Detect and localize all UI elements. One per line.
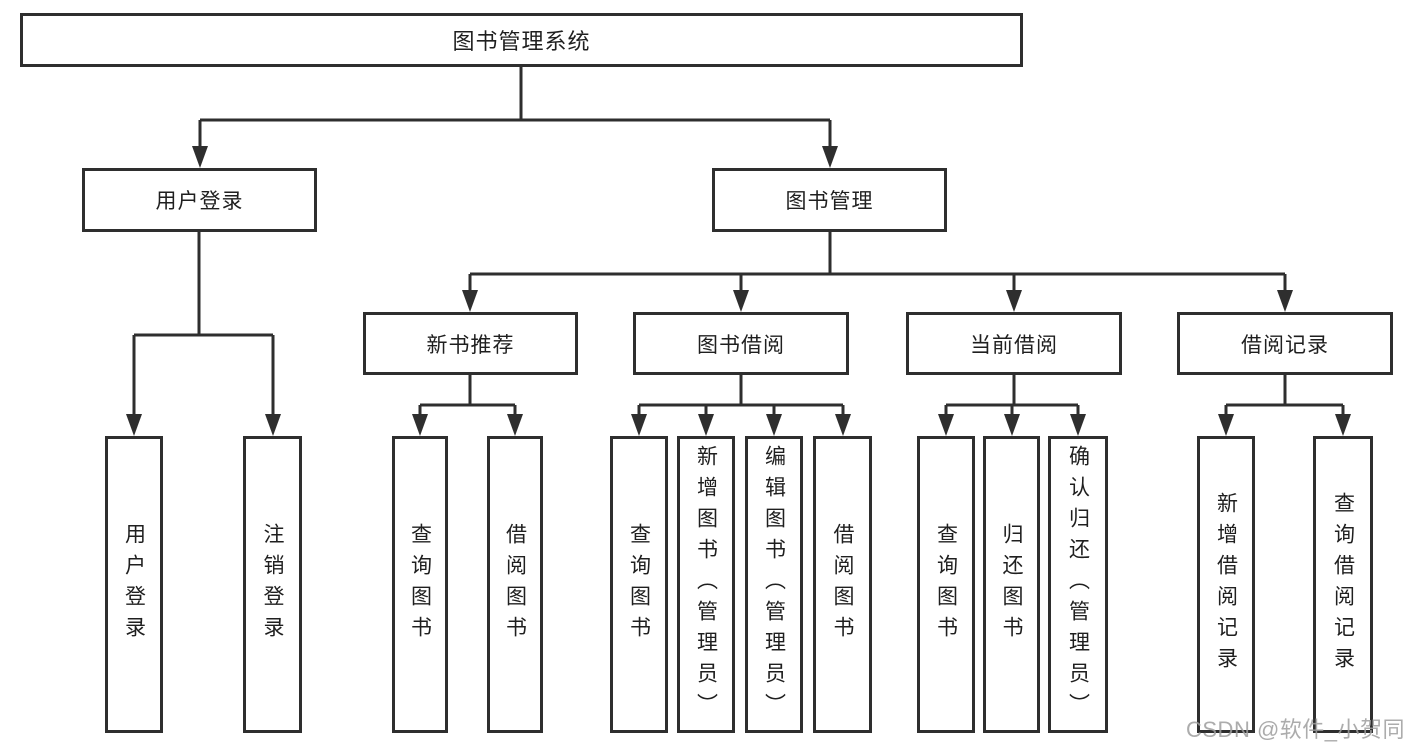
arrow-down-icon (1070, 414, 1086, 436)
node-label: 当前借阅 (970, 333, 1058, 357)
node-label: 图书管理系统 (452, 29, 591, 54)
node-label: 查询图书 (934, 522, 958, 647)
arrow-down-icon (631, 414, 647, 436)
arrow-down-icon (412, 414, 428, 436)
leaf-borrow-books: 借阅图书 (813, 436, 872, 733)
node-label: 新增借阅记录 (1214, 491, 1238, 678)
node-current-borrowing: 当前借阅 (906, 312, 1122, 375)
node-book-borrowing: 图书借阅 (633, 312, 849, 375)
arrow-down-icon (1218, 414, 1234, 436)
leaf-query-books-current: 查询图书 (917, 436, 975, 733)
leaf-query-books-borrow: 查询图书 (610, 436, 668, 733)
arrow-down-icon (507, 414, 523, 436)
node-label: 确认归还（管理员） (1066, 445, 1090, 724)
arrow-down-icon (192, 146, 208, 168)
node-new-book-recommend: 新书推荐 (363, 312, 578, 375)
node-label: 编辑图书（管理员） (762, 445, 786, 724)
arrow-down-icon (1004, 414, 1020, 436)
node-book-management: 图书管理 (712, 168, 947, 232)
leaf-add-borrow-record: 新增借阅记录 (1197, 436, 1255, 733)
leaf-edit-books-admin: 编辑图书（管理员） (745, 436, 803, 733)
node-label: 用户登录 (122, 522, 146, 647)
leaf-user-login: 用户登录 (105, 436, 163, 733)
node-label: 借阅记录 (1241, 333, 1329, 357)
node-label: 归还图书 (1000, 522, 1023, 647)
leaf-borrow-books-recommend: 借阅图书 (487, 436, 543, 733)
leaf-confirm-return-admin: 确认归还（管理员） (1048, 436, 1108, 733)
arrow-down-icon (1006, 290, 1022, 312)
arrow-down-icon (822, 146, 838, 168)
arrow-down-icon (835, 414, 851, 436)
arrow-down-icon (698, 414, 714, 436)
leaf-query-books-recommend: 查询图书 (392, 436, 448, 733)
leaf-return-books: 归还图书 (983, 436, 1040, 733)
node-label: 借阅图书 (831, 522, 854, 647)
arrow-down-icon (126, 414, 142, 436)
node-label: 用户登录 (155, 190, 244, 213)
leaf-logout: 注销登录 (243, 436, 302, 733)
arrow-down-icon (1277, 290, 1293, 312)
arrow-down-icon (733, 290, 749, 312)
arrow-down-icon (462, 290, 478, 312)
node-label: 查询借阅记录 (1331, 491, 1355, 678)
arrow-down-icon (938, 414, 954, 436)
arrow-down-icon (766, 414, 782, 436)
node-label: 查询图书 (627, 522, 651, 647)
node-label: 查询图书 (408, 522, 432, 647)
node-label: 注销登录 (261, 522, 284, 647)
arrow-down-icon (1335, 414, 1351, 436)
node-borrowing-records: 借阅记录 (1177, 312, 1393, 375)
arrow-down-icon (265, 414, 281, 436)
node-user-login: 用户登录 (82, 168, 317, 232)
node-label: 新书推荐 (426, 333, 515, 357)
leaf-add-books-admin: 新增图书（管理员） (677, 436, 735, 733)
node-label: 借阅图书 (503, 522, 527, 647)
node-label: 图书管理 (785, 190, 874, 213)
leaf-query-borrow-record: 查询借阅记录 (1313, 436, 1373, 733)
node-root-system: 图书管理系统 (20, 13, 1023, 67)
node-label: 图书借阅 (697, 333, 785, 357)
csdn-watermark: CSDN @软件_小贺同学 (1186, 717, 1405, 742)
node-label: 新增图书（管理员） (694, 445, 718, 724)
